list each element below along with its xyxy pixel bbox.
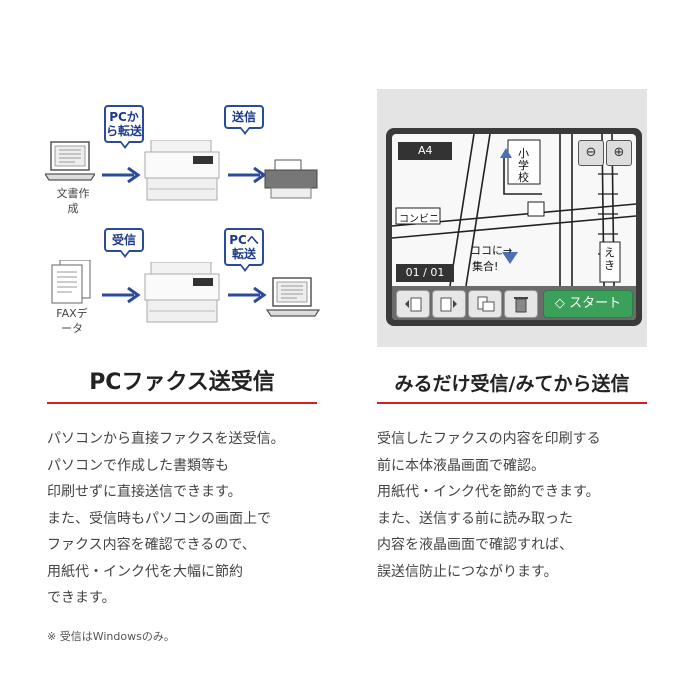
left-line: 用紙代・インク代を大幅に節約 bbox=[47, 563, 243, 580]
map-label-station: えき bbox=[604, 246, 615, 272]
fax-machine-icon bbox=[264, 159, 318, 199]
fax-data-label: FAXデータ bbox=[56, 307, 88, 335]
left-line: パソコンから直接ファクスを送受信。 bbox=[47, 431, 285, 447]
left-section-body: パソコンから直接ファクスを送受信。 パソコンで作成した書類等も 印刷せずに直接送… bbox=[47, 426, 285, 612]
paper-size-indicator: A4 bbox=[398, 142, 452, 160]
hand-drawn-map bbox=[392, 134, 636, 286]
send-text: 送信 bbox=[231, 110, 256, 124]
left-heading-rule bbox=[47, 402, 317, 404]
send-bubble: 送信 bbox=[224, 105, 264, 135]
pc-transfer-text: PCから転送 bbox=[106, 110, 143, 138]
receive-bubble: 受信 bbox=[104, 228, 144, 258]
right-section-body: 受信したファクスの内容を印刷する 前に本体液晶画面で確認。 用紙代・インク代を節… bbox=[377, 426, 601, 585]
next-page-icon[interactable] bbox=[432, 290, 466, 318]
prev-page-icon[interactable] bbox=[396, 290, 430, 318]
right-section-heading: みるだけ受信/みてから送信 bbox=[394, 373, 630, 395]
right-line: 内容を液晶画面で確認すれば、 bbox=[377, 537, 573, 553]
zoom-in-icon[interactable]: ⊕ bbox=[606, 140, 632, 166]
document-creation-label: 文書作成 bbox=[56, 187, 90, 215]
right-line: 誤送信防止につながります。 bbox=[377, 563, 558, 580]
map-label-school: 小学校 bbox=[518, 147, 529, 184]
arrow-right-icon bbox=[228, 167, 267, 183]
right-line: 前に本体液晶画面で確認。 bbox=[377, 457, 545, 474]
right-heading-rule bbox=[377, 402, 647, 404]
laptop-icon bbox=[265, 277, 321, 317]
arrow-right-icon bbox=[102, 167, 141, 183]
left-line: 印刷せずに直接送信できます。 bbox=[47, 484, 242, 500]
right-line: 用紙代・インク代を節約できます。 bbox=[377, 484, 600, 500]
lcd-screen: A4 ⊖ ⊕ 小学校 コンビニ ココに→ 集合! えき 01 / 01 ◇ スタ… bbox=[386, 128, 642, 326]
receive-text: 受信 bbox=[111, 233, 136, 247]
left-line: できます。 bbox=[47, 590, 116, 606]
printer-icon bbox=[144, 262, 220, 323]
fax-document-icon bbox=[51, 260, 91, 304]
map-label-meet-2: 集合! bbox=[472, 260, 499, 273]
pc-transfer-bubble: PCから転送 bbox=[104, 105, 144, 149]
windows-only-note: ※ 受信はWindowsのみ。 bbox=[47, 630, 175, 643]
left-line: パソコンで作成した書類等も bbox=[47, 457, 229, 474]
right-line: 受信したファクスの内容を印刷する bbox=[377, 431, 601, 447]
map-label-convenience: コンビニ bbox=[399, 214, 439, 225]
start-label: スタート bbox=[569, 296, 622, 311]
start-icon: ◇ bbox=[554, 296, 570, 311]
left-line: ファクス内容を確認できるので、 bbox=[47, 537, 256, 553]
lcd-button-bar: ◇ スタート bbox=[392, 286, 636, 320]
laptop-icon bbox=[45, 141, 95, 181]
map-label-meet-1: ココに→ bbox=[470, 244, 513, 257]
pc-forward-bubble: PCへ転送 bbox=[224, 228, 264, 272]
trash-icon[interactable] bbox=[504, 290, 538, 318]
start-button[interactable]: ◇ スタート bbox=[543, 290, 633, 318]
arrow-right-icon bbox=[228, 287, 267, 303]
right-line: また、送信する前に読み取った bbox=[377, 510, 573, 527]
pc-forward-text: PCへ転送 bbox=[229, 233, 259, 261]
zoom-out-icon[interactable]: ⊖ bbox=[578, 140, 604, 166]
page-counter: 01 / 01 bbox=[396, 264, 454, 282]
lcd-display: A4 ⊖ ⊕ 小学校 コンビニ ココに→ 集合! えき 01 / 01 ◇ スタ… bbox=[392, 134, 636, 320]
left-line: また、受信時もパソコンの画面上で bbox=[47, 510, 271, 527]
rotate-icon[interactable] bbox=[468, 290, 502, 318]
arrow-right-icon bbox=[102, 287, 141, 303]
printer-icon bbox=[144, 140, 220, 201]
left-section-heading: PCファクス送受信 bbox=[89, 370, 275, 395]
